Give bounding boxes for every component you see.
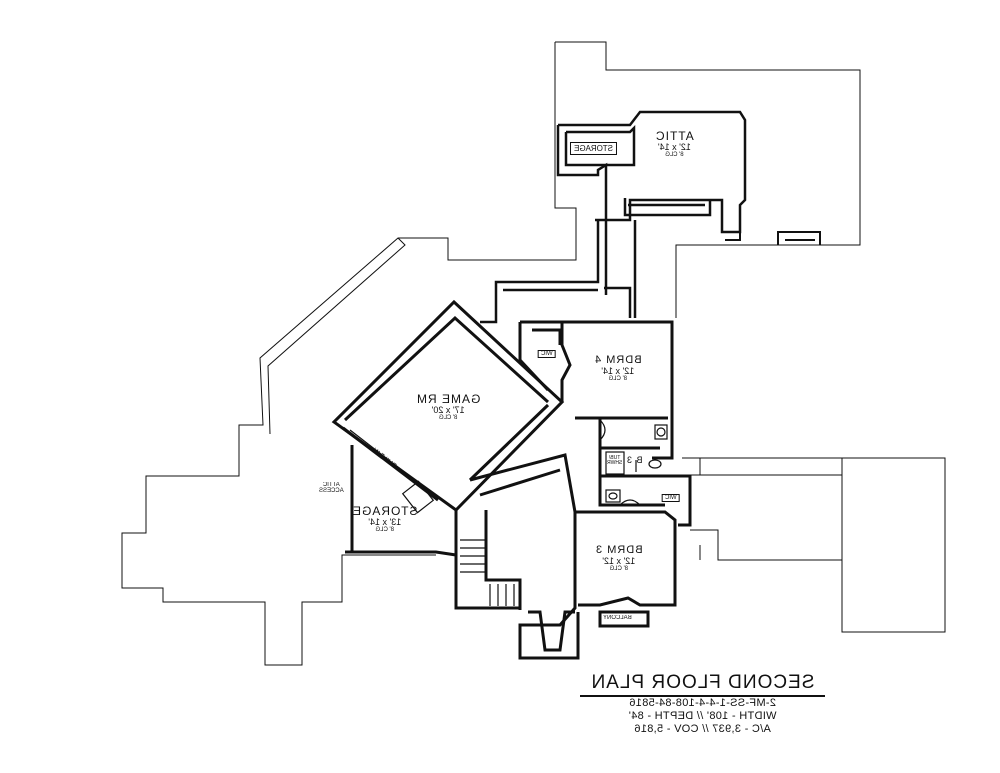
main-walls	[331, 299, 692, 660]
corridor	[480, 220, 637, 324]
right-wing	[682, 474, 842, 561]
storage-top-label: STORAGE	[570, 142, 617, 155]
bdrm4-walls	[520, 320, 674, 460]
game-room-label: GAME RM 17' x 20' 8' CLG	[416, 392, 481, 422]
roof-outline	[121, 41, 946, 666]
bdrm3-walls	[575, 510, 677, 607]
bdrm3-label: BDRM 3 12' x 12' 8' CLG	[595, 544, 643, 572]
attic-block	[556, 110, 747, 295]
stair-walls	[469, 453, 577, 513]
tub-shower-label: TUB/ SHWR	[607, 455, 623, 467]
plan-spec-dimensions: WIDTH - 108' // DEPTH - 84'	[628, 710, 777, 722]
roof-outline-right-mid	[682, 458, 701, 476]
roof-outline-top-right	[555, 41, 861, 318]
wic3-label: WIC	[662, 494, 680, 502]
roof-bumps	[725, 228, 821, 245]
fixtures	[349, 419, 668, 606]
balcony-label: BALCONY	[603, 615, 632, 621]
storage-walls	[350, 445, 457, 557]
roof-outline-top	[121, 42, 577, 666]
plan-title: SECOND FLOOR PLAN	[580, 672, 825, 697]
bath3-label: B 3	[626, 455, 643, 465]
bdrm4-label: BDRM 4 12' x 14' 8' CLG	[594, 354, 642, 382]
attic-label: ATTIC 12' x 14' 8' CLG	[655, 129, 694, 159]
plan-spec-code: 2-MF-SS-1-4-4-108-84-5816	[629, 697, 776, 709]
attic-access-label: ATTIC ACCESS	[319, 482, 344, 495]
storage-label: STORAGE 13' x 14' 8' CLG	[352, 504, 418, 534]
roof-outline-right	[682, 457, 946, 633]
plan-spec-area: A/C - 3,937 // COV - 5,816	[634, 723, 771, 735]
balcony-box	[598, 610, 650, 628]
title-block: SECOND FLOOR PLAN 2-MF-SS-1-4-4-108-84-5…	[580, 672, 825, 736]
roof-outline-left-inner	[267, 237, 406, 435]
wic4-label: WIC	[538, 350, 556, 358]
